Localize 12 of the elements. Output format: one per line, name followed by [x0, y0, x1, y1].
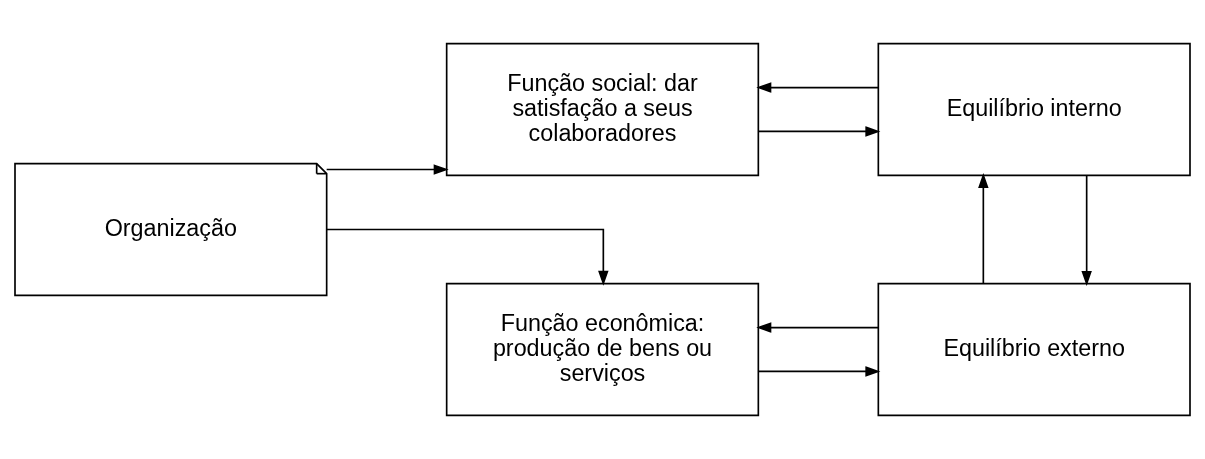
- node-box: Equilíbrio externo: [877, 282, 1191, 417]
- arrow: [1081, 174, 1092, 287]
- node-box: Função econômica: produção de bens ou serviços: [445, 282, 760, 417]
- arrow: [757, 126, 881, 137]
- node-box: Função social: dar satisfação a seus colaboradores: [445, 42, 760, 177]
- arrow: [325, 164, 449, 175]
- arrow: [756, 322, 880, 333]
- arrow: [978, 172, 989, 285]
- node-box: Equilíbrio interno: [877, 42, 1191, 177]
- arrow: [326, 228, 609, 286]
- arrow: [757, 366, 881, 377]
- arrow: [756, 82, 880, 93]
